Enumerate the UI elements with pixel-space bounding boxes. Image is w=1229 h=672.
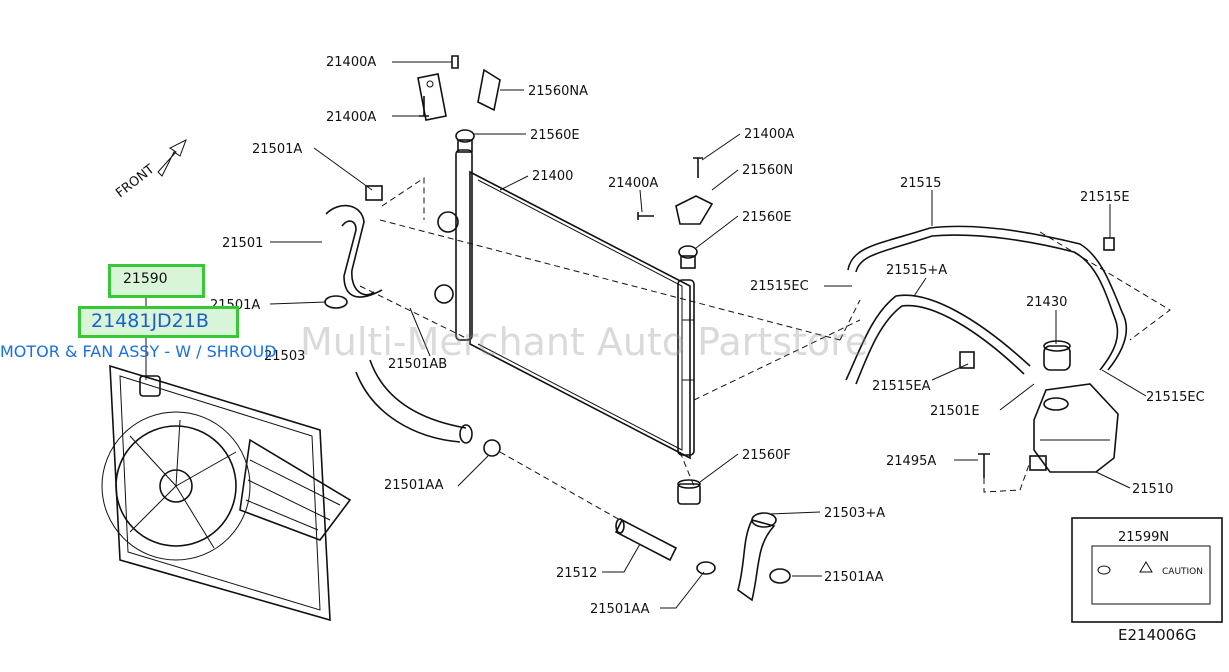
callout-21400a: 21400A [608, 176, 658, 191]
callout-21510: 21510 [1132, 482, 1173, 497]
callout-21501e: 21501E [930, 404, 980, 419]
callout-21501aa: 21501AA [384, 478, 444, 493]
reservoir-cap-21430 [1043, 340, 1071, 411]
callout-21515a: 21515+A [886, 263, 947, 278]
part-description: MOTOR & FAN ASSY - W / SHROUD [0, 342, 277, 361]
hose-21515a [845, 237, 1115, 385]
caution-text: CAUTION [1162, 567, 1203, 577]
reservoir-tank-21510 [1029, 383, 1119, 473]
diagram-code: E214006G [1118, 626, 1197, 644]
callout-21515e: 21515E [1080, 190, 1130, 205]
mount-21560e-top [455, 129, 475, 153]
callout-21501aa: 21501AA [824, 570, 884, 585]
bolt-21495a [978, 453, 990, 478]
callout-21400a: 21400A [744, 127, 794, 142]
front-label: FRONT [113, 162, 157, 201]
hose-21515 [847, 225, 1128, 371]
leader-lines [269, 61, 1147, 609]
bracket-21560na [417, 55, 501, 121]
hose-21503a [696, 512, 791, 602]
callout-21599n: 21599N [1118, 530, 1169, 545]
callout-21515: 21515 [900, 176, 941, 191]
upper-hose-21501 [324, 185, 383, 309]
callout-21503a: 21503+A [824, 506, 885, 521]
highlighted-part-number[interactable]: 21590 [108, 264, 205, 298]
callout-21400a: 21400A [326, 110, 376, 125]
caution-label-21599n [1071, 517, 1223, 623]
radiator-21400 [434, 149, 695, 460]
callout-21560n: 21560N [742, 163, 793, 178]
callout-21495a: 21495A [886, 454, 936, 469]
callout-21503: 21503 [264, 349, 305, 364]
callout-21501a: 21501A [252, 142, 302, 157]
lower-hose-21503 [355, 359, 501, 457]
fan-shroud-assembly [101, 364, 352, 622]
callout-21515ec: 21515EC [1146, 390, 1205, 405]
callout-21560na: 21560NA [528, 84, 588, 99]
front-arrow-icon [157, 138, 187, 177]
watermark: Multi-Merchant Auto Partstore [300, 320, 869, 364]
dashed-guides [359, 177, 1171, 521]
callout-21501: 21501 [222, 236, 263, 251]
part-number-text: 21590 [123, 271, 168, 287]
highlighted-part-number-link[interactable]: 21481JD21B [78, 306, 239, 338]
part-number-text: 21481JD21B [91, 310, 209, 332]
hose-21512 [614, 518, 678, 562]
mount-21560e-right [678, 245, 698, 269]
bracket-21560n [637, 157, 714, 225]
callout-21501ab: 21501AB [388, 357, 447, 372]
callout-21512: 21512 [556, 566, 597, 581]
callout-21400a: 21400A [326, 55, 376, 70]
mount-21560f [677, 479, 701, 505]
callout-21515ec: 21515EC [750, 279, 809, 294]
callout-21560e: 21560E [530, 128, 580, 143]
callout-21501aa: 21501AA [590, 602, 650, 617]
callout-21400: 21400 [532, 169, 573, 184]
callout-21430: 21430 [1026, 295, 1067, 310]
callout-21515ea: 21515EA [872, 379, 931, 394]
callout-21560e: 21560E [742, 210, 792, 225]
callout-21560f: 21560F [742, 448, 791, 463]
